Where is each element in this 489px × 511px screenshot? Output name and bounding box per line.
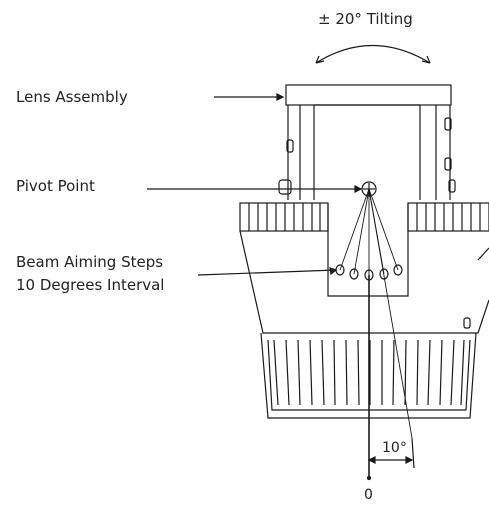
leader-beam — [197, 269, 337, 276]
lens-assembly-label: Lens Assembly — [16, 88, 128, 106]
tilt-arrowhead-right — [421, 55, 431, 64]
tilting-label: ± 20° Tilting — [318, 10, 413, 28]
lens-top-plate — [285, 84, 452, 106]
tilt-arrowhead-left — [315, 55, 325, 64]
aiming-rays — [339, 188, 413, 439]
pivot-bolt — [278, 179, 292, 195]
tilt-arc — [315, 44, 431, 64]
collar-left — [239, 202, 329, 232]
aiming-window — [327, 203, 409, 297]
lamp-body — [239, 230, 489, 334]
beam-aiming-label-line1: Beam Aiming Steps — [16, 253, 164, 271]
pivot-point-label: Pivot Point — [16, 177, 95, 195]
collar-left-ribs — [248, 203, 321, 231]
angle-label: 10° — [382, 440, 407, 456]
collar-right-ribs — [416, 203, 481, 231]
collar-right — [407, 202, 489, 232]
beam-aiming-label-line2: 10 Degrees Interval — [16, 276, 165, 294]
zero-label: 0 — [364, 487, 373, 503]
